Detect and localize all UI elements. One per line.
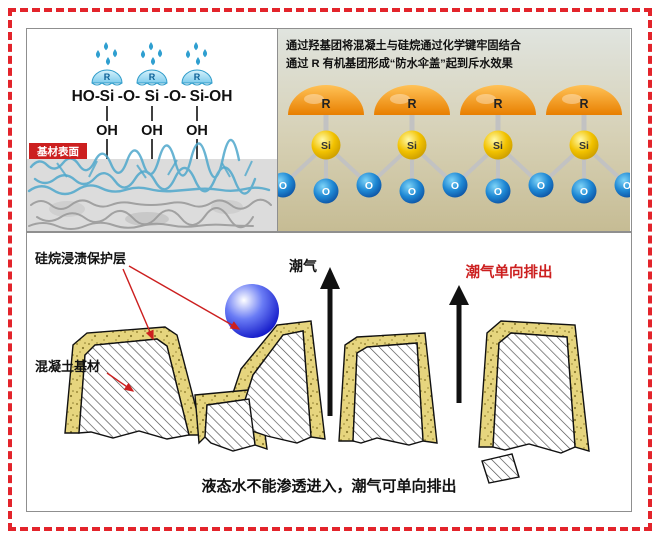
rain-droplets — [95, 42, 208, 66]
concrete-tooth — [492, 332, 576, 454]
o-label: O — [408, 186, 416, 198]
r-label: R — [493, 97, 502, 111]
concrete-teeth — [78, 330, 576, 484]
substrate-texture — [27, 138, 277, 231]
caption-line1: 通过羟基团将混凝土与硅烷通过化学键牢固结合 — [286, 38, 522, 52]
coating-layer-label: 硅烷浸渍保护层 — [35, 251, 126, 266]
leader-line — [106, 372, 135, 392]
r-label: R — [194, 72, 201, 82]
o-label: O — [365, 180, 373, 192]
up-arrow-head — [320, 267, 340, 289]
molecule-diagram: 通过羟基团将混凝土与硅烷通过化学键牢固结合 通过 R 有机基团形成“防水伞盖”起… — [278, 29, 630, 231]
silane-coating-bands — [64, 320, 590, 452]
formula-part: -O- — [164, 88, 186, 105]
oh-labels: OH OH OH — [96, 123, 208, 139]
o-label: O — [322, 186, 330, 198]
panel-moisture-diagram: 硅烷浸渍保护层 混凝土基材 潮气 潮气单向排出 液态水不能渗透进入，潮气可单向排… — [26, 232, 632, 512]
r-cap-icon — [288, 85, 364, 115]
silane-formula: HO- Si -O- Si -O- Si -OH — [72, 88, 233, 105]
leader-lines — [106, 265, 241, 392]
o-label: O — [580, 186, 588, 198]
formula-si: Si — [100, 88, 115, 105]
formula-si: Si — [190, 88, 205, 105]
formula-part: HO- — [72, 88, 100, 105]
caption-text: 通过羟基团将混凝土与硅烷通过化学键牢固结合 通过 R 有机基团形成“防水伞盖”起… — [286, 38, 522, 70]
surface-label-badge: 基材表面 — [29, 143, 87, 159]
umbrella-r-labels: R R R — [104, 72, 201, 82]
moisture-up-arrows — [320, 267, 469, 416]
concrete-fragment — [481, 453, 520, 484]
o-label: O — [451, 180, 459, 192]
chemistry-schematic: R R R HO- Si -O- Si -O- Si -OH OH OH — [27, 42, 277, 231]
o-label: O — [279, 180, 287, 192]
concrete-fragment — [204, 398, 256, 452]
caption-line2: 通过 R 有机基团形成“防水伞盖”起到斥水效果 — [286, 56, 514, 70]
o-atoms: O O O O O O O O O — [278, 172, 630, 204]
concrete-tooth — [352, 342, 424, 446]
moisture-diagram: 硅烷浸渍保护层 混凝土基材 潮气 潮气单向排出 液态水不能渗透进入，潮气可单向排… — [35, 251, 590, 495]
concrete-tooth — [236, 330, 312, 444]
o-label: O — [494, 186, 502, 198]
r-label: R — [321, 97, 330, 111]
r-label: R — [407, 97, 416, 111]
si-label: Si — [407, 140, 417, 152]
moisture-label: 潮气 — [289, 258, 317, 274]
si-label: Si — [579, 140, 589, 152]
oh-label: OH — [141, 123, 163, 139]
oh-label: OH — [96, 123, 118, 139]
r-label: R — [579, 97, 588, 111]
si-label: Si — [493, 140, 503, 152]
o-label: O — [537, 180, 545, 192]
formula-part: -OH — [204, 88, 232, 105]
r-cap-icon — [374, 85, 450, 115]
umbrella-dome-icon — [136, 69, 168, 84]
si-atoms: Si Si Si Si — [311, 130, 599, 160]
umbrella-dome-icon — [91, 69, 123, 84]
r-label: R — [149, 72, 156, 82]
vertical-bonds — [106, 106, 198, 161]
umbrella-dome-icon — [181, 69, 213, 84]
umbrella-domes — [91, 69, 213, 86]
o-label: O — [623, 180, 630, 192]
panel-chemistry-schematic: R R R HO- Si -O- Si -O- Si -OH OH OH — [26, 28, 278, 232]
leader-line — [128, 265, 241, 330]
bottom-caption: 液态水不能渗透进入，潮气可单向排出 — [201, 477, 456, 495]
panel-molecule-diagram: 通过羟基团将混凝土与硅烷通过化学键牢固结合 通过 R 有机基团形成“防水伞盖”起… — [278, 28, 632, 232]
formula-part: -O- — [118, 88, 140, 105]
r-label: R — [104, 72, 111, 82]
surface-label: 基材表面 — [36, 145, 79, 158]
up-arrow-head — [449, 285, 469, 305]
r-cap-icon — [546, 85, 622, 115]
oh-label: OH — [186, 123, 208, 139]
formula-si: Si — [145, 88, 160, 105]
substrate-label: 混凝土基材 — [35, 359, 100, 374]
si-label: Si — [321, 140, 331, 152]
r-cap-icon — [460, 85, 536, 115]
water-droplet-ball — [225, 284, 279, 338]
oneway-release-label: 潮气单向排出 — [466, 263, 553, 281]
r-umbrella-caps: R R R R — [288, 85, 622, 115]
leader-line — [122, 268, 154, 341]
